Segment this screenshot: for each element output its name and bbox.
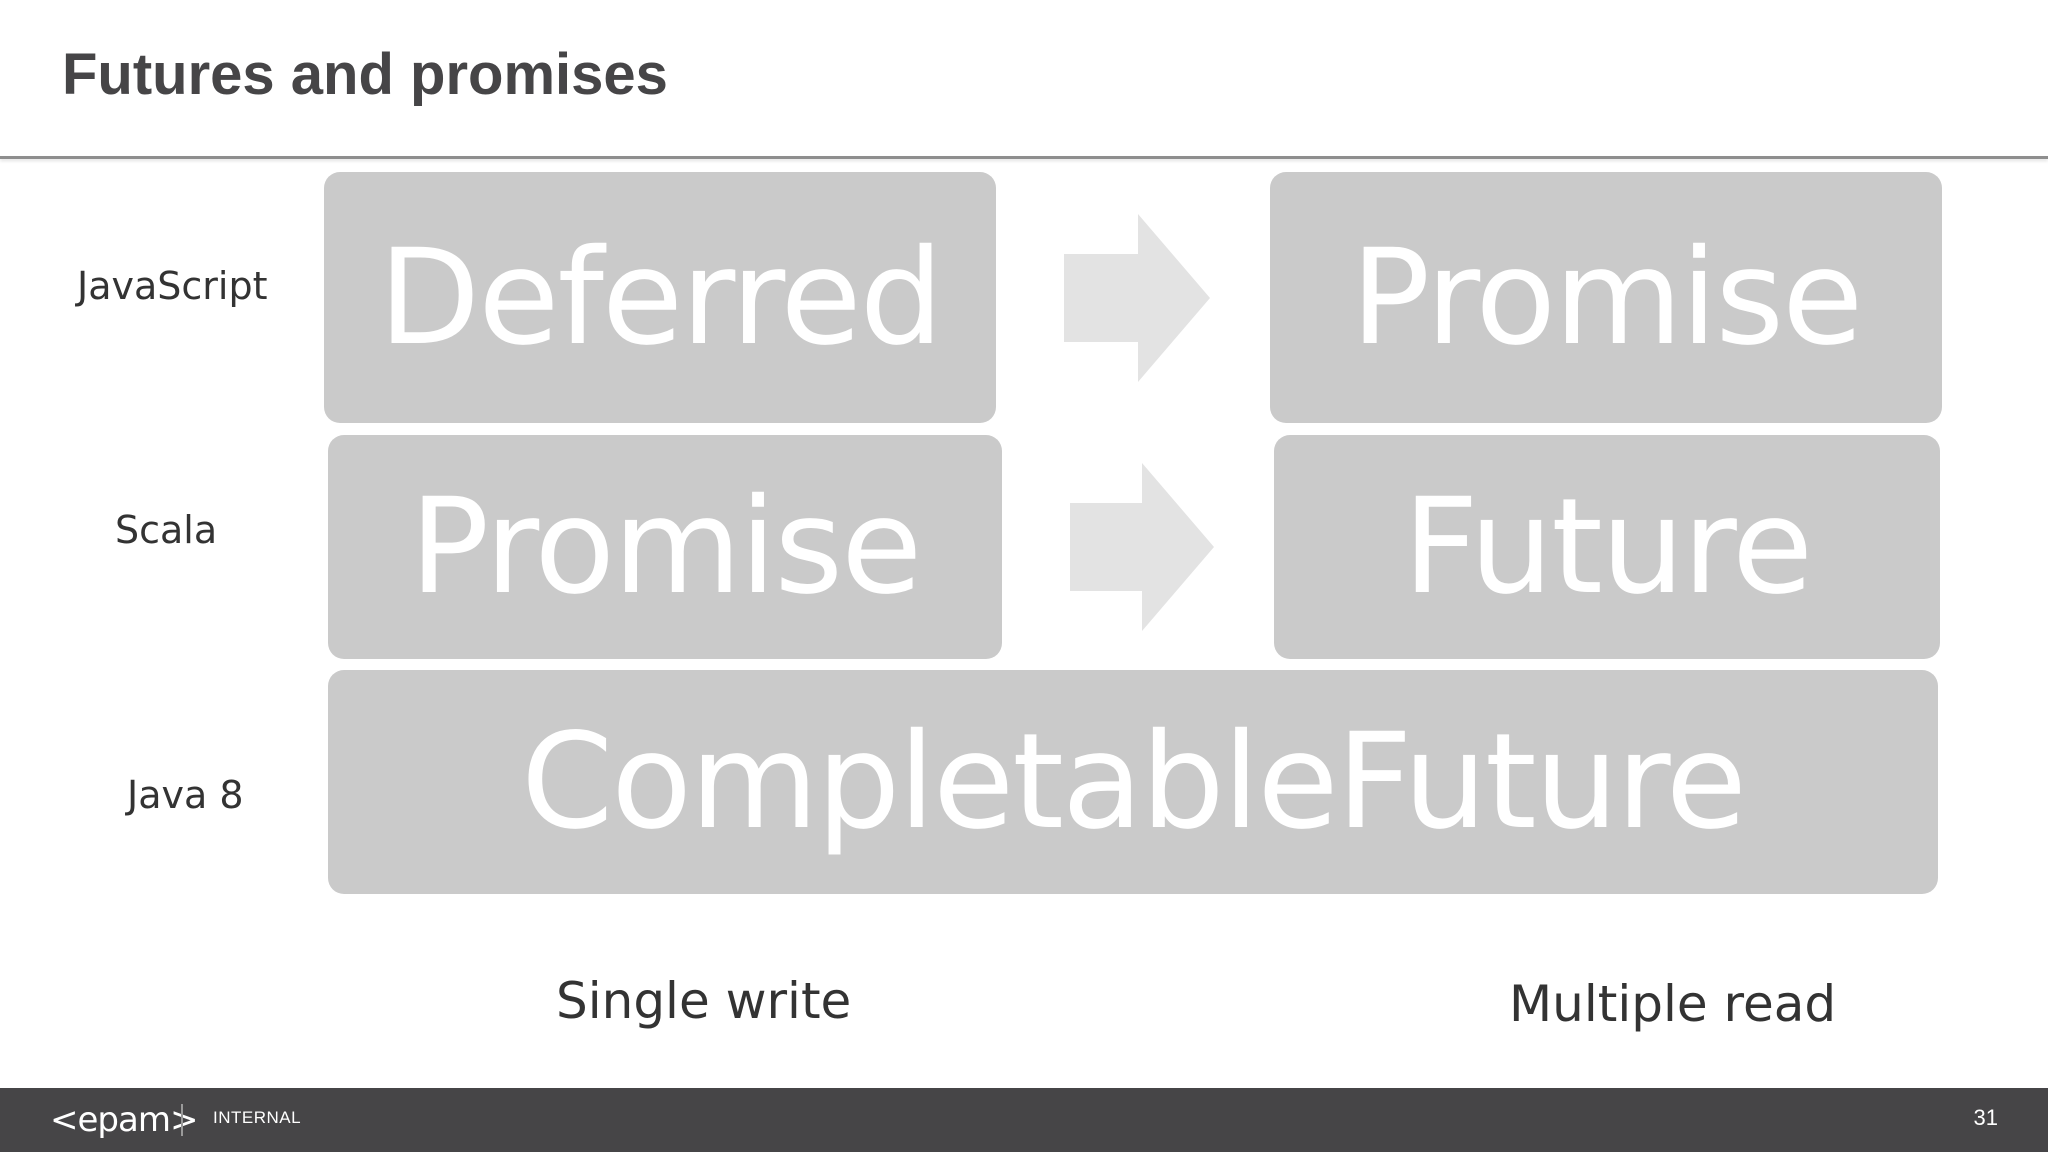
title-divider — [0, 156, 2048, 159]
box-completablefuture: CompletableFuture — [328, 670, 1938, 894]
row-label-javascript: JavaScript — [77, 264, 268, 308]
box-future-scala: Future — [1274, 435, 1940, 659]
footer-bar: <epam> INTERNAL 31 — [0, 1088, 2048, 1152]
caption-single-write: Single write — [556, 972, 852, 1030]
box-deferred: Deferred — [324, 172, 996, 423]
slide-title: Futures and promises — [62, 42, 668, 107]
box-completablefuture-label: CompletableFuture — [521, 705, 1747, 859]
box-promise-scala-label: Promise — [409, 470, 923, 624]
page-number: 31 — [1973, 1105, 1998, 1130]
box-deferred-label: Deferred — [378, 220, 944, 375]
box-promise-js: Promise — [1270, 172, 1942, 423]
classification-label: INTERNAL — [213, 1108, 302, 1127]
box-future-scala-label: Future — [1402, 470, 1813, 624]
row-label-scala: Scala — [115, 508, 218, 552]
box-promise-js-label: Promise — [1350, 220, 1864, 375]
caption-multiple-read: Multiple read — [1509, 975, 1837, 1033]
arrow-right-icon — [1070, 463, 1214, 631]
box-promise-scala: Promise — [328, 435, 1002, 659]
row-label-java8: Java 8 — [127, 773, 244, 817]
footer-divider — [181, 1104, 183, 1136]
epam-logo: <epam> — [50, 1100, 198, 1140]
arrow-right-icon — [1064, 214, 1210, 382]
